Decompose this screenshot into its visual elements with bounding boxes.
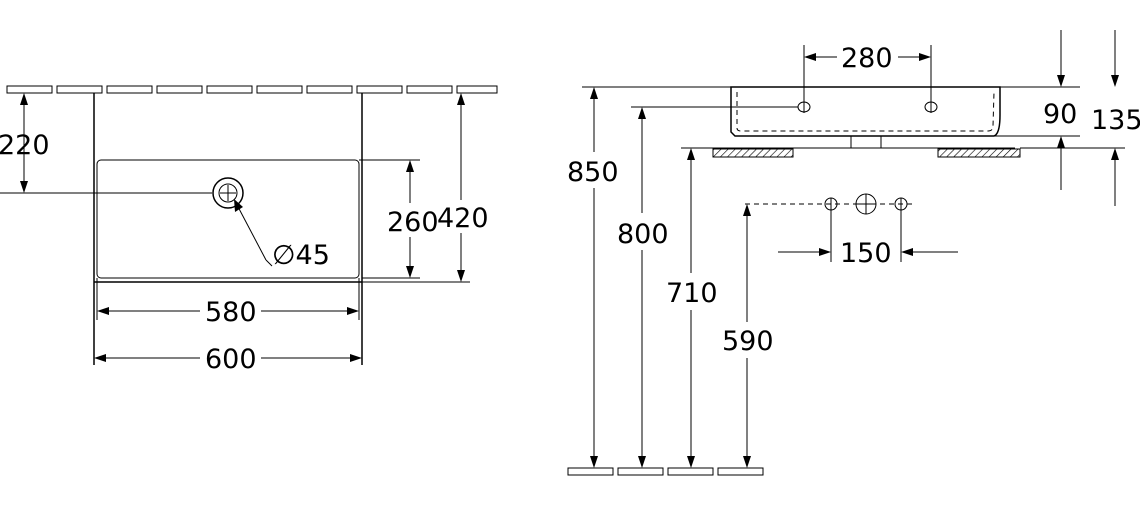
dim-850-label: 850 [567,157,619,188]
dim-710-label: 710 [666,278,718,309]
dim-220-label: 220 [0,130,50,161]
tap-hole-plan [212,177,244,209]
dim-135-label: 135 [1091,105,1140,136]
side-view: 280 90 135 850 [567,30,1140,476]
side-holes [797,101,938,113]
dim-diameter-label: ∅45 [272,240,330,271]
dim-150: 150 [778,210,958,269]
wall-strip [6,85,498,94]
dim-260-label: 260 [387,207,439,238]
dim-600-label: 600 [205,344,257,375]
dim-800-label: 800 [617,219,669,250]
wall-brackets [712,148,1021,158]
dim-260: 260 [359,159,439,279]
dim-150-label: 150 [840,238,892,269]
dim-590-label: 590 [722,326,774,357]
dim-diameter: ∅45 [234,199,330,271]
bracket-left [712,148,794,158]
floor-strip [567,467,764,476]
dim-580-label: 580 [205,297,257,328]
dim-590: 590 [722,204,774,468]
dim-420: 420 [362,93,489,283]
basin-side-profile [716,86,1015,149]
dim-220: 220 [0,93,212,194]
dim-850: 850 [567,86,731,468]
dim-800: 800 [617,106,798,468]
dim-580: 580 [96,278,360,328]
dim-280-label: 280 [841,43,893,74]
dim-280: 280 [803,43,932,101]
basin-outline [93,93,363,365]
dim-135: 135 [1020,30,1140,206]
waste-holes [745,193,915,215]
dim-600: 600 [94,344,362,375]
dim-420-label: 420 [437,203,489,234]
bracket-right [937,148,1021,158]
dim-90-label: 90 [1043,99,1077,130]
dim-710: 710 [666,147,718,468]
dim-90: 90 [994,30,1080,190]
plan-view: 220 ∅45 260 420 [0,85,498,375]
